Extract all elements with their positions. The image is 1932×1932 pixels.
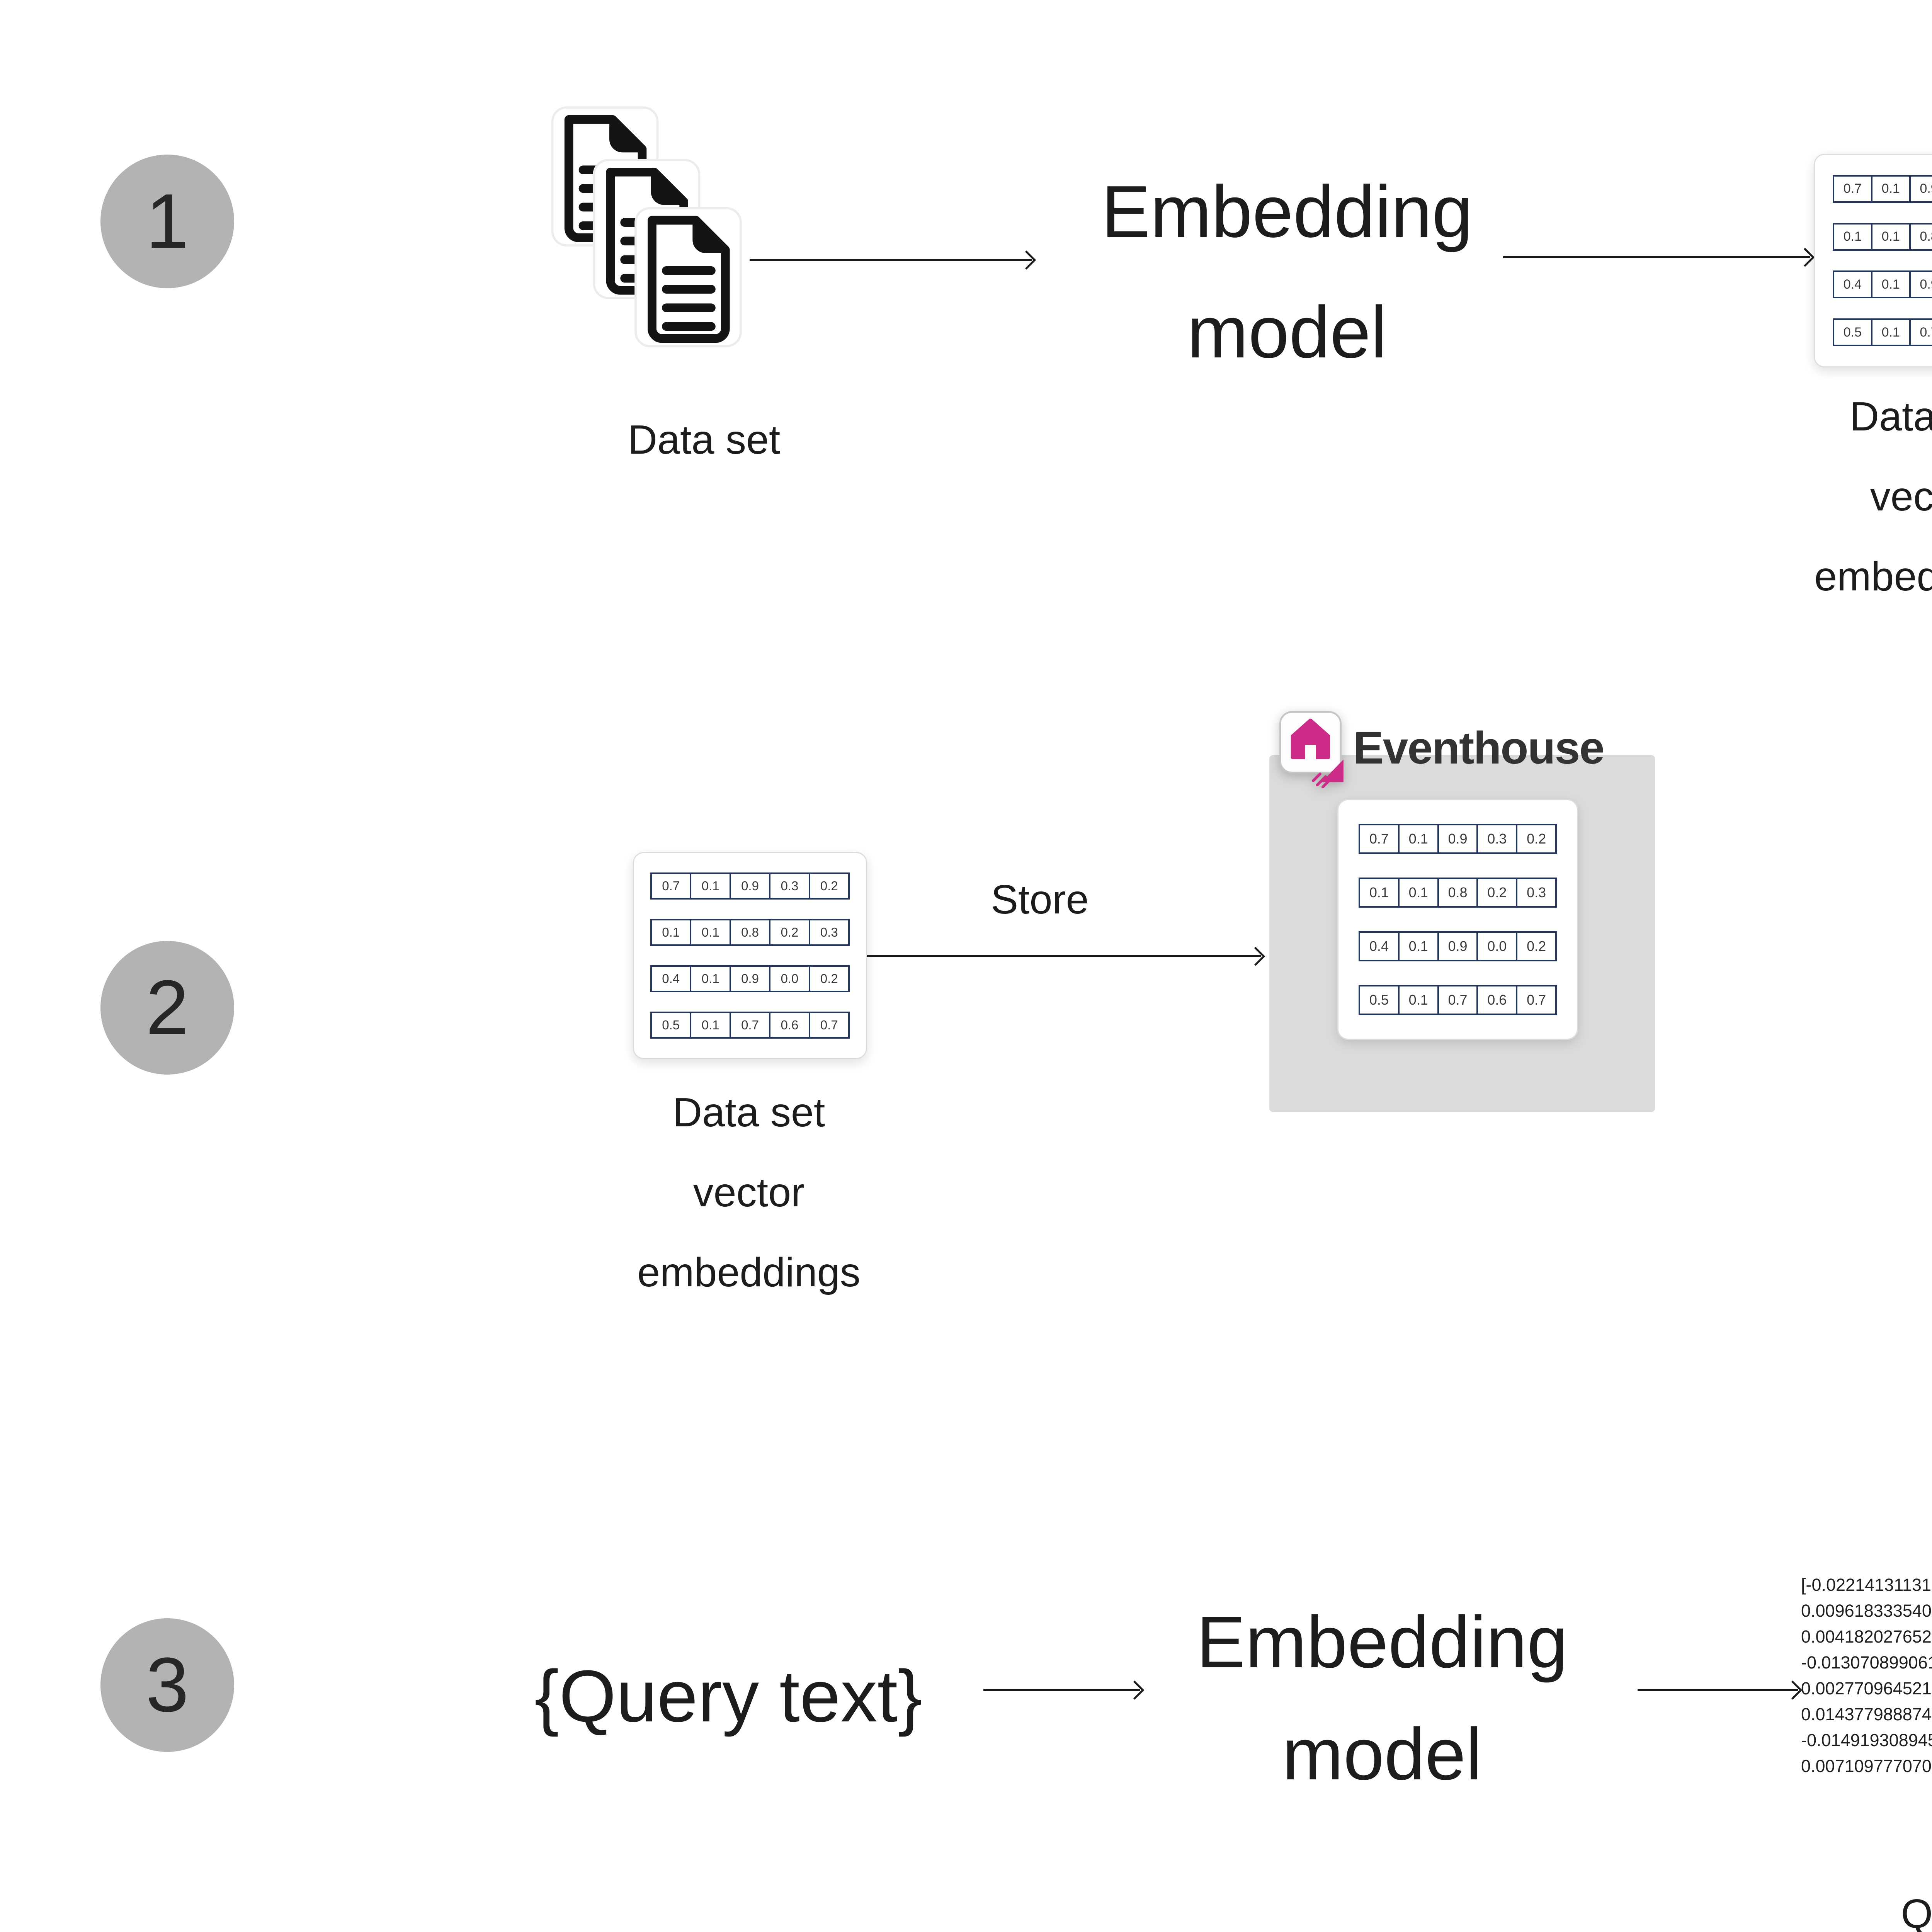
step-2-badge: 2 xyxy=(100,941,234,1075)
matrix-cell: 0.1 xyxy=(1398,931,1439,961)
matrix-cell: 0.2 xyxy=(769,919,810,946)
step-1-badge: 1 xyxy=(100,155,234,288)
matrix-cell: 0.9 xyxy=(1909,175,1932,203)
matrix-cell: 0.1 xyxy=(1871,223,1911,251)
matrix-cell: 0.0 xyxy=(769,965,810,992)
matrix-row: 0.40.10.90.00.2 xyxy=(1833,270,1932,299)
matrix-cell: 0.4 xyxy=(1833,270,1872,299)
matrix-cell: 0.7 xyxy=(1359,824,1400,854)
matrix-cell: 0.1 xyxy=(690,965,731,992)
embedding-model-label-step3: Embedding model xyxy=(1196,1601,1568,1795)
arrow-dataset-to-model xyxy=(750,259,1032,261)
matrix-cell: 0.6 xyxy=(1476,985,1518,1015)
matrix-cell: 0.1 xyxy=(1871,318,1911,347)
query-text-placeholder: {Query text} xyxy=(534,1655,922,1737)
matrix-cell: 0.3 xyxy=(1476,824,1518,854)
dataset-documents-icon xyxy=(550,101,747,352)
dataset-embeddings-label-step1: Data set vector embeddings xyxy=(1814,394,1932,599)
matrix-cell: 0.9 xyxy=(1909,270,1932,299)
matrix-cell: 0.7 xyxy=(1516,985,1557,1015)
matrix-cell: 0.2 xyxy=(808,872,850,900)
arrow-store-to-eventhouse xyxy=(867,955,1261,957)
eventhouse-title-step2: Eventhouse xyxy=(1353,723,1605,774)
matrix-cell: 0.8 xyxy=(1909,223,1932,251)
embedding-model-label-step1: Embedding model xyxy=(1101,171,1473,373)
matrix-cell: 0.2 xyxy=(1516,824,1557,854)
arrow-query-to-model xyxy=(983,1689,1140,1691)
store-arrow-label: Store xyxy=(991,877,1089,922)
matrix-row: 0.70.10.90.30.2 xyxy=(1833,175,1932,203)
vector-embeddings-matrix: 0.70.10.90.30.20.10.10.80.20.30.40.10.90… xyxy=(1815,155,1932,366)
matrix-cell: 0.1 xyxy=(1833,223,1872,251)
matrix-cell: 0.1 xyxy=(1359,878,1400,908)
matrix-cell: 0.8 xyxy=(1437,878,1478,908)
matrix-cell: 0.1 xyxy=(650,919,692,946)
dataset-embeddings-label-step2: Data set vector embeddings xyxy=(637,1090,861,1295)
matrix-cell: 0.7 xyxy=(1833,175,1872,203)
matrix-cell: 0.5 xyxy=(1833,318,1872,347)
matrix-cell: 0.5 xyxy=(1359,985,1400,1015)
matrix-cell: 0.9 xyxy=(1437,931,1478,961)
dataset-label: Data set xyxy=(628,417,781,463)
matrix-cell: 0.3 xyxy=(769,872,810,900)
matrix-cell: 0.9 xyxy=(729,872,771,900)
matrix-cell: 0.7 xyxy=(650,872,692,900)
matrix-cell: 0.3 xyxy=(808,919,850,946)
matrix-row: 0.50.10.70.60.7 xyxy=(1833,318,1932,347)
query-vector-label-step3: Query vector embedding xyxy=(1901,1891,1932,1932)
matrix-cell: 0.9 xyxy=(1437,824,1478,854)
dataset-embeddings-matrix-card: 0.70.10.90.30.20.10.10.80.20.30.40.10.90… xyxy=(1814,154,1932,367)
matrix-cell: 0.2 xyxy=(1476,878,1518,908)
matrix-cell: 0.3 xyxy=(1516,878,1557,908)
eventhouse-icon xyxy=(1277,708,1346,789)
matrix-row: 0.10.10.80.20.3 xyxy=(1833,223,1932,251)
matrix-cell: 0.1 xyxy=(1398,824,1439,854)
matrix-cell: 0.6 xyxy=(769,1012,810,1039)
arrow-model-to-embeddings xyxy=(1503,256,1810,258)
matrix-cell: 0.9 xyxy=(729,965,771,992)
matrix-cell: 0.7 xyxy=(729,1012,771,1039)
matrix-cell: 0.1 xyxy=(1398,878,1439,908)
matrix-cell: 0.7 xyxy=(1909,318,1932,347)
matrix-cell: 0.7 xyxy=(808,1012,850,1039)
arrow-model-to-query-vector xyxy=(1638,1689,1798,1691)
query-vector-text-step3: [-0.022141311317682266, -0.0193290878087… xyxy=(1801,1575,1932,1776)
matrix-cell: 0.0 xyxy=(1476,931,1518,961)
matrix-cell: 0.1 xyxy=(1398,985,1439,1015)
step-3-badge: 3 xyxy=(100,1618,234,1752)
matrix-cell: 0.4 xyxy=(1359,931,1400,961)
matrix-cell: 0.2 xyxy=(1516,931,1557,961)
matrix-cell: 0.2 xyxy=(808,965,850,992)
matrix-cell: 0.1 xyxy=(690,1012,731,1039)
matrix-cell: 0.8 xyxy=(729,919,771,946)
matrix-cell: 0.1 xyxy=(690,872,731,900)
matrix-cell: 0.1 xyxy=(1871,270,1911,299)
matrix-cell: 0.7 xyxy=(1437,985,1478,1015)
matrix-cell: 0.1 xyxy=(690,919,731,946)
matrix-cell: 0.1 xyxy=(1871,175,1911,203)
matrix-cell: 0.5 xyxy=(650,1012,692,1039)
matrix-cell: 0.4 xyxy=(650,965,692,992)
